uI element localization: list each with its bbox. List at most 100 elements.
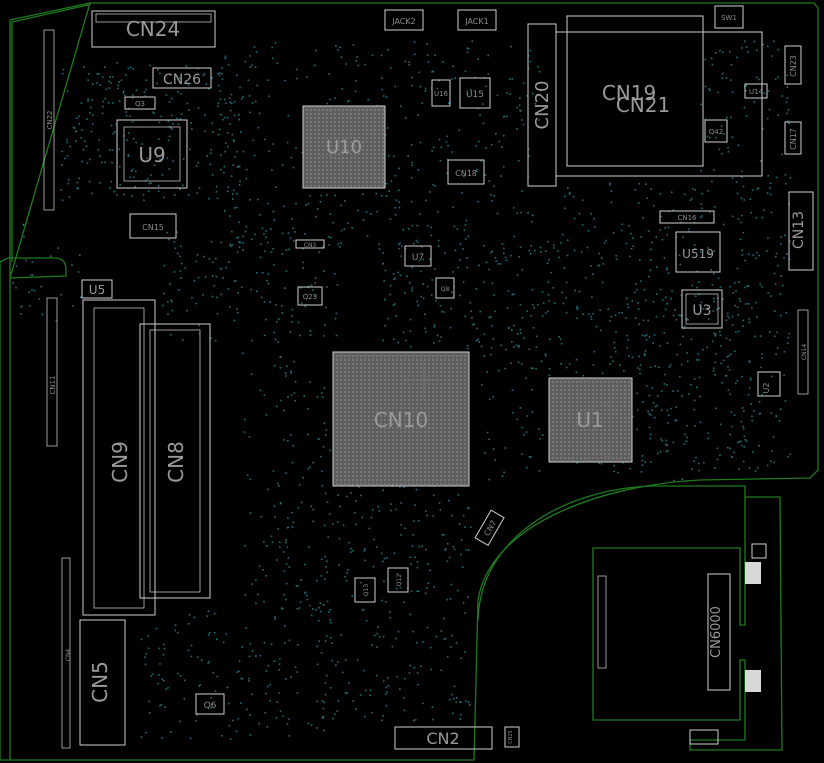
- via: [599, 329, 602, 332]
- via: [479, 310, 482, 313]
- via: [613, 464, 616, 467]
- via: [565, 311, 568, 314]
- via: [484, 174, 487, 176]
- via: [469, 301, 472, 304]
- via: [232, 198, 234, 200]
- via: [483, 355, 486, 357]
- via: [166, 231, 169, 234]
- via: [31, 289, 33, 291]
- via: [360, 581, 362, 584]
- via: [328, 513, 331, 515]
- via: [785, 182, 787, 185]
- via: [140, 638, 143, 641]
- via: [773, 272, 776, 275]
- via: [725, 337, 728, 340]
- via: [227, 702, 230, 705]
- via: [451, 78, 453, 80]
- via: [324, 640, 327, 642]
- via: [162, 643, 165, 646]
- via: [438, 138, 441, 141]
- via: [714, 467, 716, 469]
- via: [365, 211, 368, 213]
- via: [773, 40, 775, 43]
- via: [706, 135, 709, 138]
- via: [711, 63, 714, 66]
- via: [416, 241, 419, 243]
- via: [717, 277, 720, 280]
- via: [357, 64, 360, 67]
- via: [312, 508, 315, 511]
- via: [116, 62, 119, 64]
- via: [295, 77, 298, 80]
- via: [326, 600, 329, 603]
- cn3-label: CN3: [304, 242, 317, 249]
- via: [788, 122, 790, 125]
- via: [415, 239, 418, 242]
- via: [722, 359, 725, 362]
- via: [322, 716, 324, 718]
- via: [221, 78, 224, 81]
- via: [599, 309, 601, 311]
- via: [283, 551, 285, 553]
- via: [770, 412, 773, 414]
- via: [263, 301, 266, 303]
- via: [298, 484, 301, 486]
- via: [757, 187, 760, 189]
- via: [242, 96, 244, 98]
- via: [714, 335, 716, 337]
- via: [727, 150, 730, 153]
- via: [125, 114, 128, 117]
- via: [393, 338, 395, 341]
- via: [92, 114, 94, 116]
- via: [256, 272, 258, 274]
- via: [159, 663, 161, 665]
- via: [185, 65, 187, 67]
- via: [629, 255, 631, 258]
- via: [609, 183, 611, 186]
- via: [462, 248, 464, 250]
- via: [566, 254, 569, 257]
- via: [694, 425, 696, 427]
- via: [265, 575, 267, 577]
- via: [693, 408, 696, 411]
- via: [446, 560, 449, 562]
- via: [355, 80, 357, 82]
- via: [700, 170, 702, 172]
- via: [420, 665, 422, 667]
- via: [780, 243, 782, 245]
- via: [142, 194, 145, 196]
- via: [247, 79, 250, 81]
- via: [200, 659, 203, 661]
- via: [564, 195, 566, 198]
- via: [645, 334, 648, 336]
- via: [483, 281, 485, 283]
- via: [714, 374, 716, 376]
- via: [293, 360, 295, 363]
- via: [111, 149, 114, 151]
- via: [666, 444, 668, 446]
- via: [494, 257, 497, 259]
- via: [340, 634, 343, 636]
- via: [459, 294, 461, 297]
- via: [221, 735, 223, 737]
- via: [645, 385, 648, 387]
- via: [369, 689, 372, 691]
- via: [179, 270, 182, 272]
- via: [238, 660, 241, 662]
- via: [264, 711, 267, 714]
- via: [395, 587, 398, 590]
- via: [670, 407, 672, 410]
- via: [610, 201, 613, 204]
- via: [467, 506, 469, 509]
- via: [328, 611, 330, 613]
- via: [434, 268, 436, 270]
- via: [255, 100, 257, 103]
- via: [324, 694, 327, 696]
- via: [444, 252, 446, 254]
- via: [425, 331, 427, 333]
- via: [565, 297, 567, 299]
- via: [641, 464, 644, 466]
- via: [122, 90, 125, 92]
- via: [453, 225, 456, 228]
